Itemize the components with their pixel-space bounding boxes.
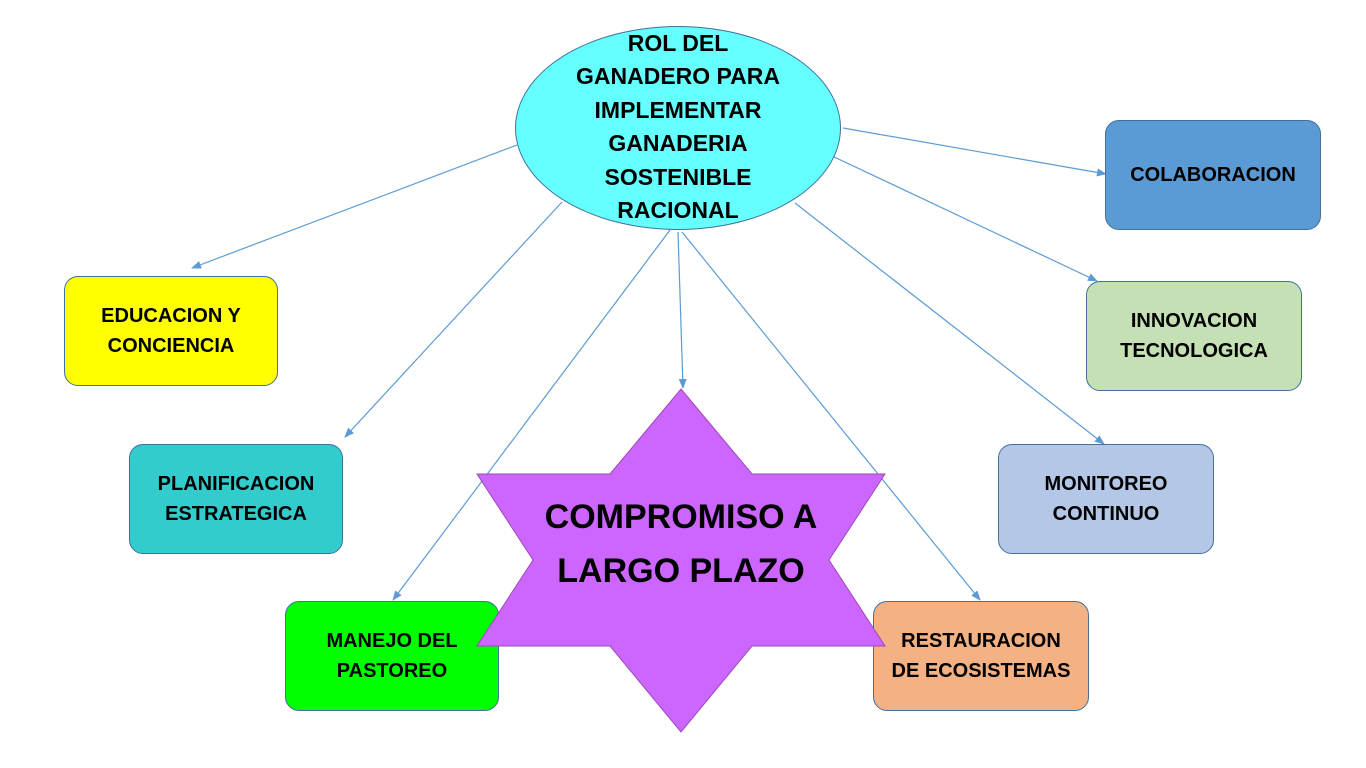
node-colaboracion-label: COLABORACION <box>1130 164 1296 186</box>
star-label: COMPROMISO A LARGO PLAZO <box>544 498 818 590</box>
node-planificacion-estrategica: PLANIFICACION ESTRATEGICA <box>129 444 343 554</box>
node-educacion-label: EDUCACION Y CONCIENCIA <box>101 305 241 357</box>
central-topic-ellipse: ROL DEL GANADERO PARA IMPLEMENTAR GANADE… <box>515 26 841 230</box>
node-colaboracion: COLABORACION <box>1105 120 1321 230</box>
arrow-to-planificacion <box>344 201 563 438</box>
node-monitoreo-label: MONITOREO CONTINUO <box>1044 473 1168 525</box>
arrow-to-manejo <box>392 229 671 601</box>
arrow-to-educacion <box>191 144 518 269</box>
arrow-to-star <box>677 231 687 389</box>
node-planificacion-label: PLANIFICACION ESTRATEGICA <box>157 473 315 525</box>
node-educacion-y-conciencia: EDUCACION Y CONCIENCIA <box>64 276 278 386</box>
node-monitoreo-continuo: MONITOREO CONTINUO <box>998 444 1214 554</box>
node-restauracion-de-ecosistemas: RESTAURACION DE ECOSISTEMAS <box>873 601 1089 711</box>
node-innovacion-label: INNOVACION TECNOLOGICA <box>1120 310 1268 362</box>
arrow-to-restauracion <box>681 231 981 601</box>
node-manejo-label: MANEJO DEL PASTOREO <box>326 630 458 682</box>
node-manejo-del-pastoreo: MANEJO DEL PASTOREO <box>285 601 499 711</box>
arrow-to-colaboracion <box>842 127 1107 177</box>
node-innovacion-tecnologica: INNOVACION TECNOLOGICA <box>1086 281 1302 391</box>
arrow-to-monitoreo <box>794 202 1105 445</box>
arrow-to-innovacion <box>829 154 1098 282</box>
node-restauracion-label: RESTAURACION DE ECOSISTEMAS <box>891 630 1071 682</box>
central-topic-label: ROL DEL GANADERO PARA IMPLEMENTAR GANADE… <box>575 29 781 224</box>
six-point-star <box>476 388 886 733</box>
